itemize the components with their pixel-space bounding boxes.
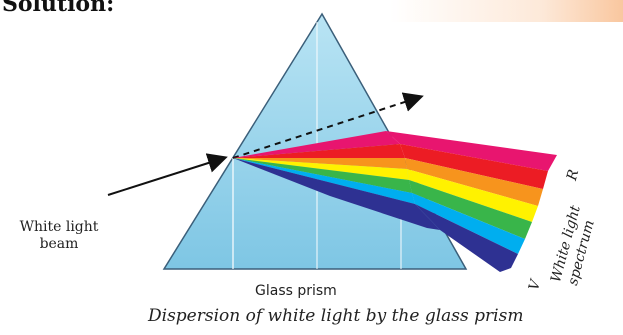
figure-caption: Dispersion of white light by the glass p… <box>148 306 524 326</box>
spectrum-out-blue <box>412 193 525 254</box>
white-light-beam-label: White light beam <box>19 219 99 252</box>
spectrum-out-orange <box>405 158 543 206</box>
spectrum-band-violet <box>233 158 440 230</box>
incident-beam <box>107 153 228 196</box>
spectrum-band-red <box>233 144 405 158</box>
spectrum-out-red <box>400 144 548 189</box>
spectrum-out-green <box>409 180 532 239</box>
solution-heading: Solution: <box>2 0 115 17</box>
spectrum-out-magenta <box>386 131 557 171</box>
glass-prism-label: Glass prism <box>255 283 337 299</box>
header-decorative-band <box>0 0 623 22</box>
spectrum-band-magenta <box>233 131 400 158</box>
spectrum-out-yellow <box>407 169 538 222</box>
spectrum-out-violet <box>415 204 518 272</box>
